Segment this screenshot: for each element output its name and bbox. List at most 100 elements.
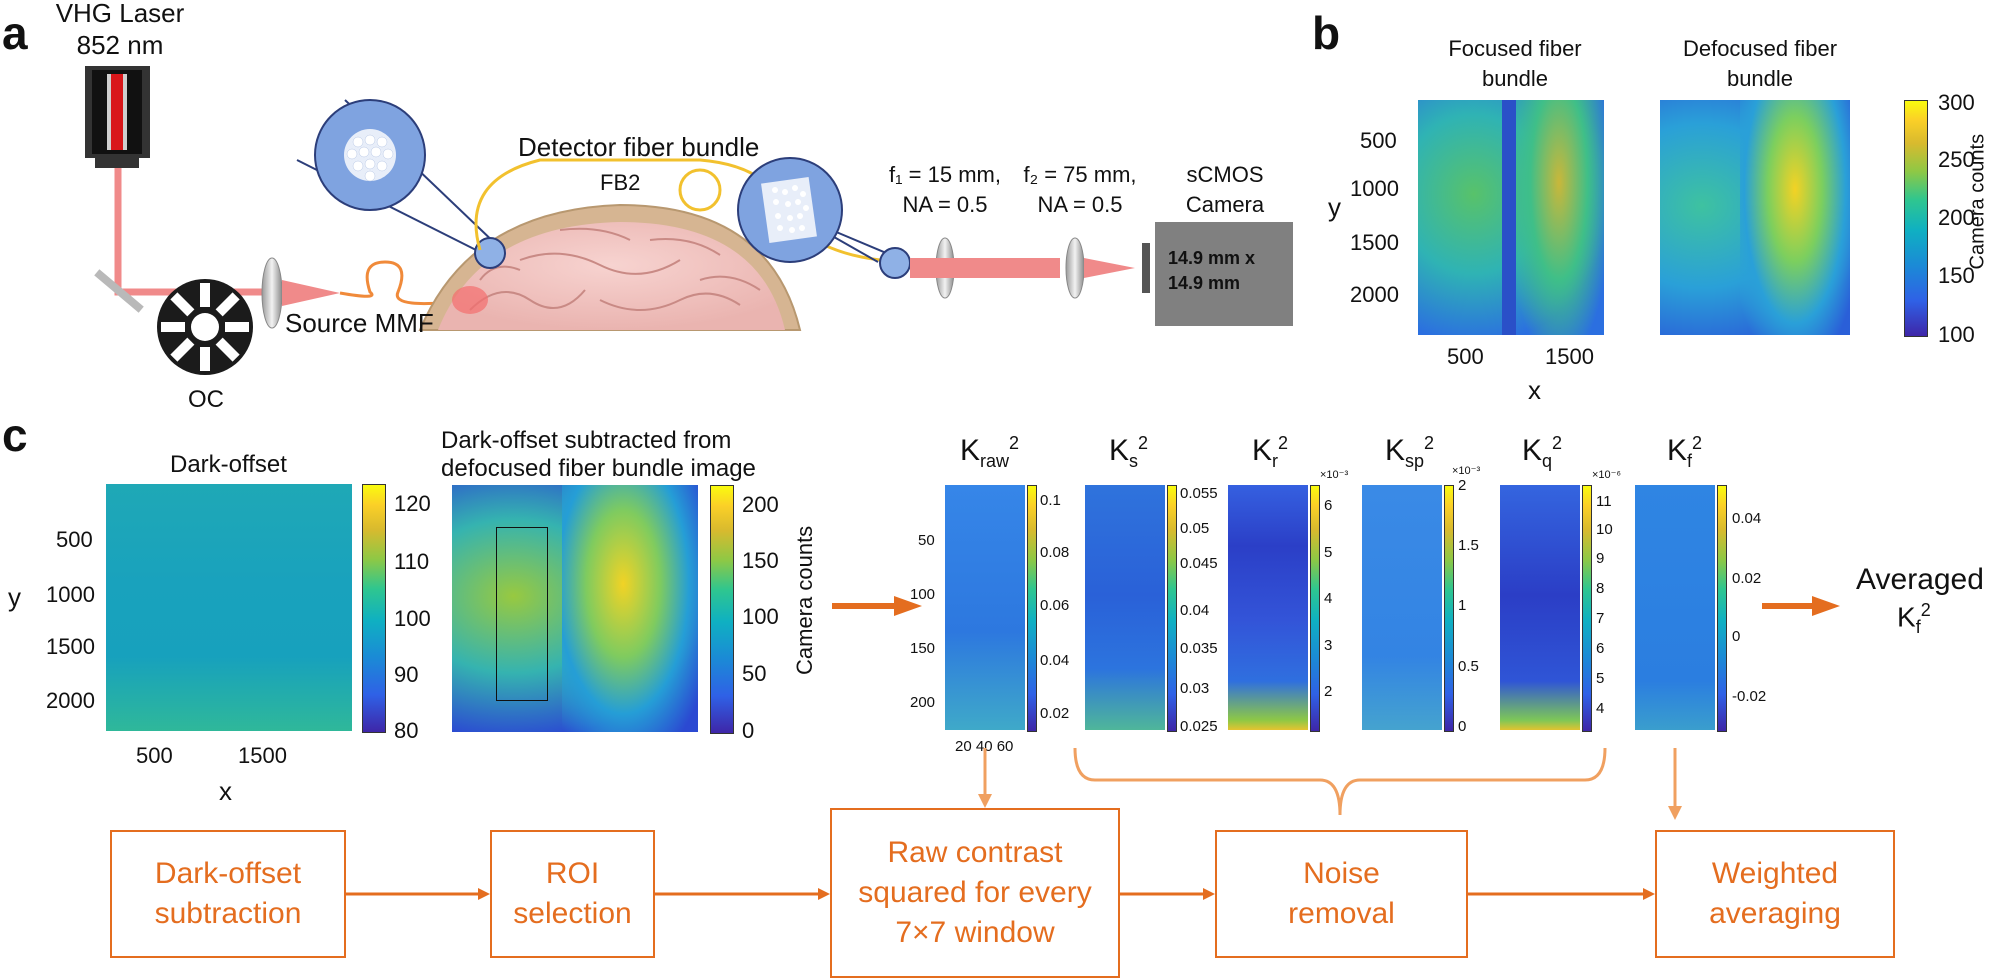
k-s-colorbar (1167, 485, 1177, 732)
camera-body-icon (1155, 222, 1293, 326)
ks-cbar-tick: 0.035 (1180, 640, 1218, 657)
kq-cbar-tick: 7 (1596, 610, 1605, 627)
b-ytick: 1500 (1350, 230, 1399, 255)
dark-offset-image (106, 484, 352, 731)
kq-cbar-tick: 8 (1596, 580, 1605, 597)
k-label-r: Kr2 (1252, 433, 1289, 471)
kr-cbar-tick: 3 (1324, 637, 1333, 654)
k-label-raw: Kraw2 (960, 433, 1020, 471)
sub-cbar-tick: 0 (742, 718, 755, 743)
kr-cbar-tick: 6 (1324, 497, 1333, 514)
k-q-image (1500, 485, 1580, 730)
defocused-title-line1: Defocused fiber (1682, 36, 1838, 61)
k-label-f: Kf2 (1667, 433, 1703, 471)
optical-chopper-icon (157, 279, 253, 375)
k-label-q: Kq2 (1522, 433, 1563, 471)
coupling-lens-icon (261, 257, 283, 329)
sub-cbar-tick: 200 (742, 492, 779, 517)
kr-cbar-tick: 5 (1324, 544, 1333, 561)
k-q-colorbar (1582, 485, 1592, 732)
camera-title-line1: sCMOS (1186, 162, 1264, 187)
b-cbar-tick: 250 (1938, 147, 1975, 172)
dark-xtick: 500 (136, 743, 173, 768)
ksp-cbar-tick: 1 (1458, 597, 1467, 614)
b-xlabel: x (1528, 375, 1541, 405)
dark-ytick: 1500 (46, 634, 95, 659)
dark-cbar-tick: 110 (394, 549, 430, 574)
ks-cbar-tick: 0.04 (1180, 602, 1210, 619)
dark-cbar-tick: 90 (394, 662, 419, 687)
panel-letter-c: c (2, 409, 28, 461)
k-f-colorbar (1717, 485, 1727, 732)
kraw-xticks: 20 40 60 (955, 738, 1014, 755)
camera-sensor-icon (1142, 243, 1150, 293)
focus-cone (282, 280, 340, 306)
mirror-icon (94, 269, 144, 313)
b-ytick: 500 (1360, 128, 1397, 153)
sub-cbar-tick: 150 (742, 548, 779, 573)
kq-cbar-tick: 5 (1596, 670, 1605, 687)
k-raw-colorbar (1027, 485, 1037, 732)
dark-offset-title: Dark-offset (170, 451, 287, 478)
dark-cbar-tick: 100 (394, 606, 431, 631)
dark-xtick: 1500 (238, 743, 287, 768)
b-xtick: 500 (1447, 344, 1484, 369)
k-raw-image (945, 485, 1025, 730)
k-r-image (1228, 485, 1308, 730)
subtracted-title-line1: Dark-offset subtracted from (441, 427, 732, 454)
roi-rectangle (496, 527, 548, 701)
kr-exponent: ×10⁻³ (1320, 469, 1349, 481)
camera-size-line2: 14.9 mm (1168, 273, 1241, 293)
dark-ytick: 500 (56, 527, 93, 552)
ks-cbar-tick: 0.045 (1180, 555, 1218, 572)
dark-ylabel: y (8, 582, 21, 612)
lens2-label-line1: f₂ = 75 mm, (1023, 162, 1137, 187)
ks-cbar-tick: 0.055 (1180, 485, 1218, 502)
subtracted-title-line2: defocused fiber bundle image (441, 455, 756, 482)
ksp-cbar-tick: 2 (1458, 477, 1467, 494)
source-fiber (339, 260, 471, 306)
b-cbar-tick: 100 (1938, 322, 1975, 347)
kraw-cbar-tick: 0.06 (1040, 597, 1070, 614)
kraw-ytick: 50 (918, 532, 935, 549)
panel-letter-b: b (1312, 7, 1341, 59)
kraw-ytick: 100 (910, 586, 936, 603)
dark-cbar-tick: 120 (394, 491, 431, 516)
ks-cbar-tick: 0.05 (1180, 520, 1210, 537)
collimated-beam (910, 258, 1060, 278)
kq-cbar-tick: 6 (1596, 640, 1605, 657)
k-sp-image (1362, 485, 1442, 730)
k-s-image (1085, 485, 1165, 730)
laser-label-line1: VHG Laser (55, 0, 185, 28)
dark-cbar-tick: 80 (394, 718, 419, 743)
lens1-label-line2: NA = 0.5 (902, 192, 988, 217)
kq-cbar-tick: 11 (1596, 493, 1612, 510)
ksp-exponent: ×10⁻³ (1452, 465, 1481, 477)
kraw-cbar-tick: 0.08 (1040, 544, 1070, 561)
k-r-colorbar (1310, 485, 1320, 732)
k-label-s: Ks2 (1109, 433, 1149, 471)
b-cbar-tick: 300 (1938, 90, 1975, 115)
kq-cbar-tick: 4 (1596, 700, 1605, 717)
optical-setup-diagram (85, 66, 1293, 375)
camera-title-line2: Camera (1185, 192, 1265, 217)
brain-icon (418, 203, 802, 331)
defocused-bundle-image (1660, 100, 1850, 335)
dark-ytick: 1000 (46, 582, 95, 607)
kq-exponent: ×10⁻⁶ (1592, 469, 1621, 481)
kraw-cbar-tick: 0.02 (1040, 705, 1070, 722)
ks-cbar-tick: 0.03 (1180, 680, 1210, 697)
focused-title-line2: bundle (1481, 66, 1549, 91)
focused-title-line1: Focused fiber (1448, 36, 1582, 61)
b-ytick: 1000 (1350, 176, 1399, 201)
detector-fiber-zoom-icon (737, 157, 911, 279)
kf-cbar-tick: 0 (1732, 628, 1741, 645)
sub-cbar-label: Camera counts (792, 525, 817, 675)
laser-beam-path (114, 168, 270, 296)
laser-icon (85, 66, 150, 168)
kr-cbar-tick: 2 (1324, 683, 1333, 700)
b-cbar-tick: 200 (1938, 205, 1975, 230)
b-cbar-tick: 150 (1938, 263, 1975, 288)
panel-letter-a: a (2, 7, 28, 59)
